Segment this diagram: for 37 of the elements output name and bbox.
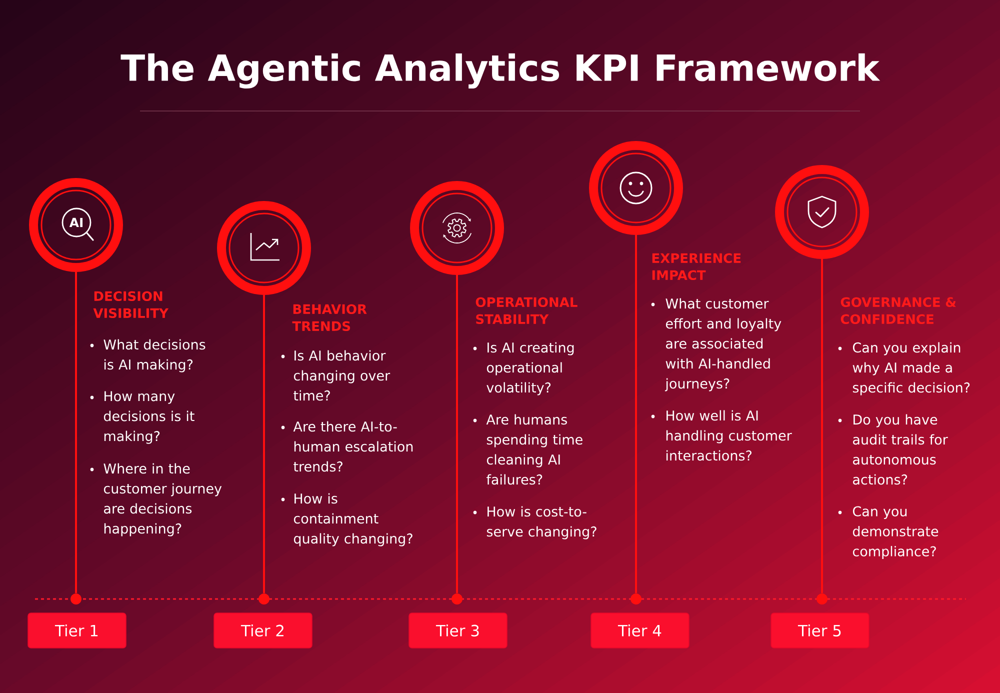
tier-tag: Tier 4 [590,612,690,648]
bullet-text: Are there AI-to-human escalation trends? [293,421,413,472]
timeline-dot [630,594,642,604]
bullet-text: How is cost-to-serve changing? [486,506,596,540]
icon-ring [410,181,504,275]
connector-line [75,272,77,594]
connector-line [263,295,265,594]
bullet-text: Where in the customer journey are decisions happening? [104,463,222,536]
icon-label: AI [69,218,82,228]
bullet-text: Do you have audit trails for autonomous actions? [853,414,948,485]
bullet-text: How well is AI handling customer interactions? [666,410,792,461]
connector-line [456,275,458,594]
tier-tag: Tier 1 [28,612,126,648]
connector-line [635,235,637,594]
bullet-text: Is AI creating operational volatility? [486,342,574,396]
bullet-text: What decisions is AI making? [104,339,206,372]
tier-tag: Tier 2 [214,612,312,648]
bullet-text: Can you demonstrate compliance? [852,506,938,560]
bullet-text: Is AI behavior changing over time? [294,350,390,401]
bullet-text: How many decisions is it making? [104,391,194,444]
connector-line [821,259,824,594]
tier-heading: EXPERIENCE IMPACT [652,253,741,280]
timeline-dot [816,594,828,604]
tier-tag: Tier 5 [770,612,870,648]
timeline-dot [70,594,82,604]
bullet-text: Are humans spending time cleaning AI failures? [486,414,582,485]
bullet-text: Can you explain why AI made a specific decision? [852,342,970,396]
bullet-text: How is containment quality changing? [294,493,412,546]
icon-ring [589,141,683,235]
icon-ring [217,201,311,295]
icon-ring [29,178,123,272]
bullet-text: What customer effort and loyalty are associated with AI-handled journeys? [664,298,782,392]
timeline-dot [258,594,270,604]
timeline-dot [452,594,462,604]
tier-tag: Tier 3 [408,612,508,648]
title: The Agentic Analytics KPI Framework [120,53,880,89]
icon-ring [775,165,870,259]
